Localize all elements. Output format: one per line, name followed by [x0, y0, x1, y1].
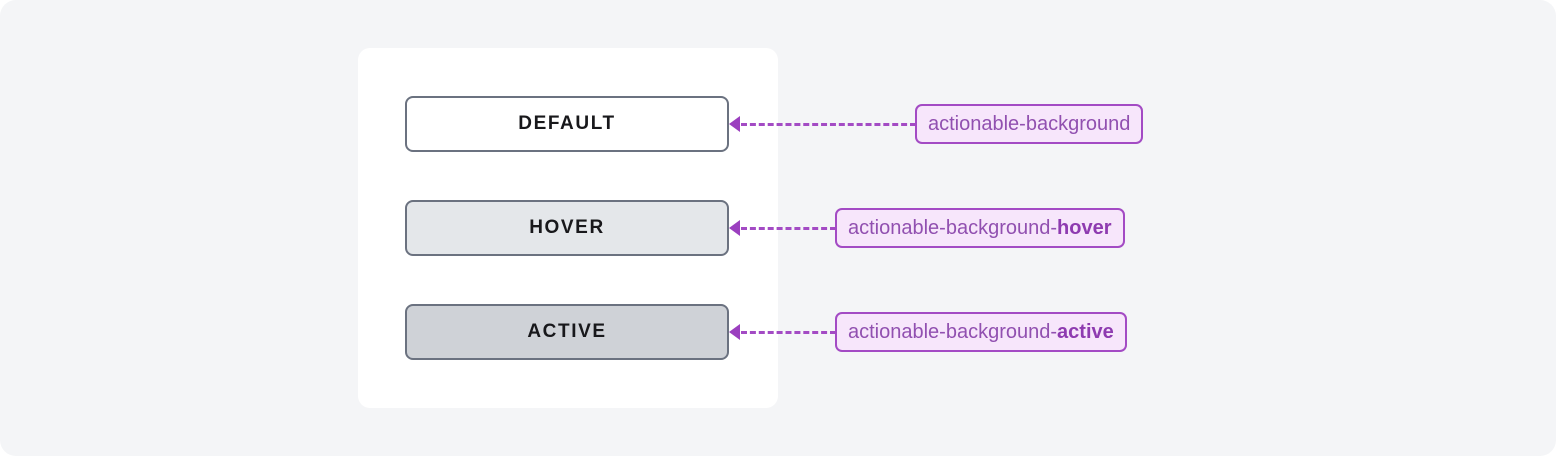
token-chip-hover: actionable-background- hover	[835, 208, 1125, 248]
token-chip-default: actionable-background	[915, 104, 1144, 144]
state-button-hover[interactable]: HOVER	[405, 200, 729, 256]
token-chip-active-modifier: active	[1057, 320, 1114, 343]
state-button-default[interactable]: DEFAULT	[405, 96, 729, 152]
token-chip-hover-modifier: hover	[1057, 216, 1112, 239]
token-chip-active-base: actionable-background-	[848, 320, 1058, 343]
token-chip-hover-base: actionable-background-	[848, 216, 1058, 239]
token-chip-active: actionable-background- active	[835, 312, 1127, 352]
state-button-active[interactable]: ACTIVE	[405, 304, 729, 360]
state-button-active-label: ACTIVE	[527, 321, 607, 342]
token-chip-default-base: actionable-background	[928, 112, 1131, 135]
state-button-default-label: DEFAULT	[518, 113, 616, 134]
state-button-hover-label: HOVER	[529, 217, 605, 238]
